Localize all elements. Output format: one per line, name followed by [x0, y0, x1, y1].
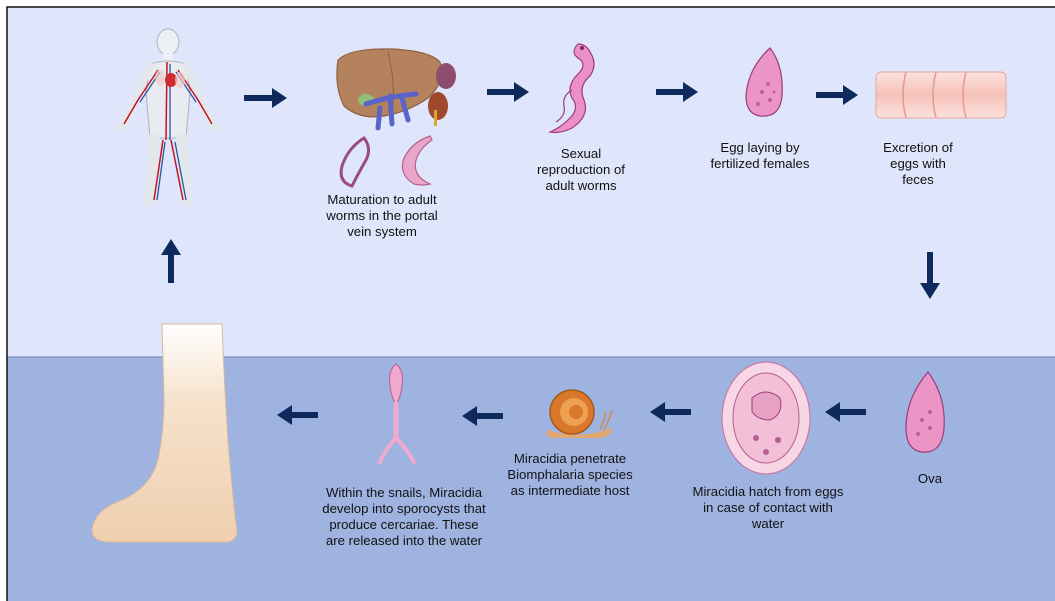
miracidium-icon	[722, 362, 810, 474]
label-miracidia-hatch: Miracidia hatch from eggs in case of con…	[692, 484, 844, 532]
label-excretion: Excretion of eggs with feces	[874, 140, 962, 188]
intestine-icon	[876, 72, 1006, 118]
label-egg-laying: Egg laying by fertilized females	[710, 140, 810, 172]
label-sexual-reproduction: Sexual reproduction of adult worms	[526, 146, 636, 194]
label-snail-penetration: Miracidia penetrate Biomphalaria species…	[500, 451, 640, 499]
label-sporocysts: Within the snails, Miracidia develop int…	[318, 485, 490, 549]
label-maturation: Maturation to adult worms in the portal …	[318, 192, 446, 240]
label-ova: Ova	[900, 471, 960, 487]
